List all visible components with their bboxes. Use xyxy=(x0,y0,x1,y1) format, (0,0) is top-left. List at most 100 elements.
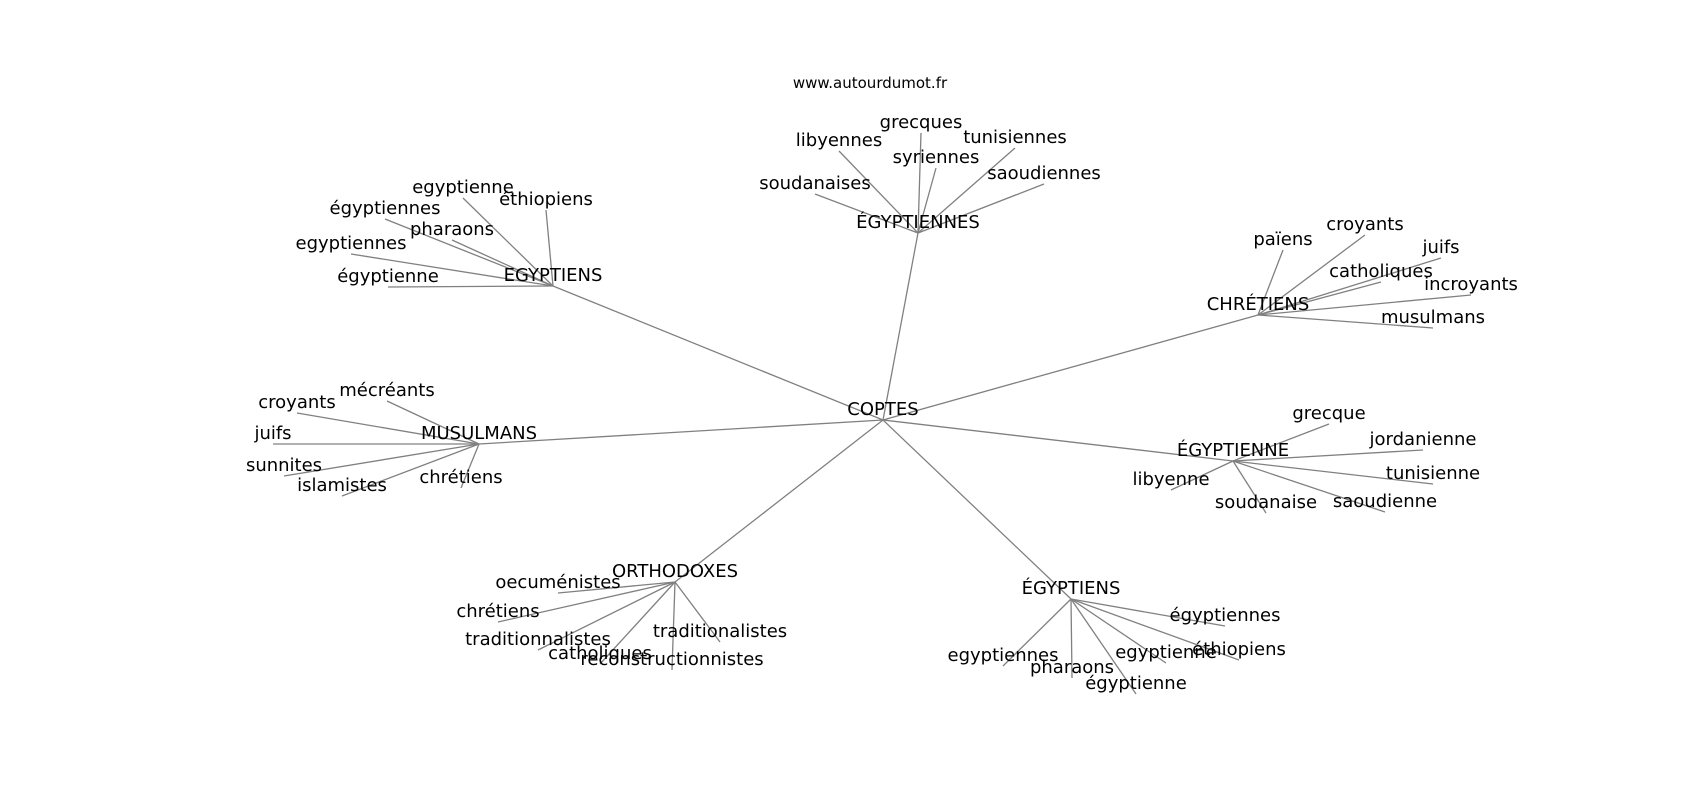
hub-node-label-chretiens: CHRÉTIENS xyxy=(1207,293,1310,315)
leaf-node-label: incroyants xyxy=(1424,274,1518,295)
leaf-node-label: égyptienne xyxy=(1085,673,1187,694)
leaf-node-label: chrétiens xyxy=(419,467,502,488)
hub-node-label-egyptienne: ÉGYPTIENNE xyxy=(1177,439,1289,461)
edge-egyptiennes-2 xyxy=(917,147,1016,234)
graph-edges xyxy=(273,132,1472,695)
leaf-node-label: egyptiennes xyxy=(296,233,407,254)
leaf-node-label: croyants xyxy=(1326,214,1403,235)
leaf-node-label: soudanaises xyxy=(759,173,871,194)
leaf-node-label: traditionalistes xyxy=(653,621,787,642)
leaf-node-label: juifs xyxy=(1421,237,1459,258)
edge-egyptiennes-1 xyxy=(838,150,919,234)
leaf-node-label: libyennes xyxy=(796,130,882,151)
leaf-node-label: egyptiennes xyxy=(948,645,1059,666)
edge-egyptienne-3 xyxy=(1232,460,1434,485)
leaf-node-label: chrétiens xyxy=(456,601,539,622)
edge-orthodoxes-1 xyxy=(497,581,676,623)
leaf-node-label: musulmans xyxy=(1381,307,1485,328)
edge-orthodoxes-5 xyxy=(671,581,676,671)
edge-egyptienne-0 xyxy=(1232,423,1330,462)
edge-egyptiens1-4 xyxy=(350,253,554,287)
edge-egyptienne-1 xyxy=(1232,449,1424,462)
leaf-node-label: oecuménistes xyxy=(495,572,620,593)
edge-egyptiennes-4 xyxy=(814,193,919,234)
leaf-node-label: saoudiennes xyxy=(987,163,1101,184)
leaf-node-label: grecques xyxy=(880,112,963,133)
edge-egyptiennes-0 xyxy=(917,132,922,234)
hub-node-label-egyptiens2: ÉGYPTIENS xyxy=(1022,577,1121,599)
hub-node-label-egyptiens1: EGYPTIENS xyxy=(504,265,603,286)
leaf-node-label: éthiopiens xyxy=(499,189,593,210)
edge-musulmans-4 xyxy=(341,443,480,497)
site-label[interactable]: www.autourdumot.fr xyxy=(793,74,948,92)
edge-egyptiens2-3 xyxy=(1070,598,1240,661)
edge-egyptienne-4 xyxy=(1232,460,1267,514)
edge-egyptiens1-0 xyxy=(462,197,554,287)
edge-center-chretiens xyxy=(882,314,1259,421)
edge-egyptiens1-5 xyxy=(387,285,554,288)
edge-egyptiennes-5 xyxy=(917,183,1045,234)
leaf-node-label: grecque xyxy=(1292,403,1365,424)
edge-orthodoxes-4 xyxy=(599,581,676,665)
leaf-node-label: sunnites xyxy=(246,455,322,476)
leaf-node-label: égyptiennes xyxy=(1170,605,1281,626)
leaf-node-label: éthiopiens xyxy=(1192,639,1286,660)
center-node-label: COPTES xyxy=(847,399,918,420)
leaf-node-label: juifs xyxy=(253,423,291,444)
leaf-node-label: égyptiennes xyxy=(330,198,441,219)
leaf-node-label: pharaons xyxy=(1030,657,1114,678)
edge-egyptiens2-4 xyxy=(1070,598,1073,679)
edge-chretiens-4 xyxy=(1257,294,1472,316)
leaf-node-label: païens xyxy=(1253,229,1312,250)
edge-egyptiens2-0 xyxy=(1070,598,1226,627)
edge-orthodoxes-3 xyxy=(674,581,721,643)
leaf-node-label: catholiques xyxy=(548,643,652,664)
edge-chretiens-2 xyxy=(1257,257,1442,316)
leaf-node-label: reconstructionnistes xyxy=(580,649,763,670)
edge-egyptienne-5 xyxy=(1232,460,1386,513)
edge-musulmans-1 xyxy=(296,412,480,445)
edge-musulmans-3 xyxy=(283,443,480,477)
graph-labels: COPTESEGYPTIENSegyptienneéthiopienségypt… xyxy=(246,112,1518,694)
leaf-node-label: soudanaise xyxy=(1215,492,1317,513)
edge-center-egyptiennes xyxy=(882,232,919,421)
leaf-node-label: égyptienne xyxy=(337,266,439,287)
leaf-node-label: libyenne xyxy=(1132,469,1209,490)
edge-egyptiennes-3 xyxy=(917,167,937,234)
edge-egyptienne-2 xyxy=(1170,460,1234,491)
edge-musulmans-5 xyxy=(460,443,480,489)
edge-center-egyptiens2 xyxy=(882,419,1072,600)
leaf-node-label: pharaons xyxy=(410,219,494,240)
leaf-node-label: traditionnalistes xyxy=(465,629,611,650)
leaf-node-label: tunisienne xyxy=(1386,463,1480,484)
edge-chretiens-5 xyxy=(1257,314,1434,329)
edge-chretiens-3 xyxy=(1257,281,1382,316)
edge-orthodoxes-2 xyxy=(537,581,676,651)
edge-center-orthodoxes xyxy=(674,419,884,583)
hub-node-label-egyptiennes: ÉGYPTIENNES xyxy=(856,211,980,233)
edge-center-musulmans xyxy=(478,419,884,445)
edge-egyptiens1-2 xyxy=(384,218,554,287)
leaf-node-label: catholiques xyxy=(1329,261,1433,282)
edge-musulmans-0 xyxy=(386,400,480,445)
edge-egyptiens2-5 xyxy=(1070,598,1137,695)
edge-center-egyptienne xyxy=(882,419,1234,462)
leaf-node-label: mécréants xyxy=(339,380,434,401)
leaf-node-label: egyptienne xyxy=(1115,642,1217,663)
hub-node-label-orthodoxes: ORTHODOXES xyxy=(612,561,738,582)
edge-chretiens-0 xyxy=(1257,249,1284,316)
leaf-node-label: syriennes xyxy=(893,147,980,168)
edge-center-egyptiens1 xyxy=(552,285,884,421)
leaf-node-label: croyants xyxy=(258,392,335,413)
edge-egyptiens2-2 xyxy=(1070,598,1167,664)
leaf-node-label: islamistes xyxy=(297,475,387,496)
leaf-node-label: jordanienne xyxy=(1369,429,1477,450)
edge-orthodoxes-0 xyxy=(557,581,676,594)
edge-egyptiens2-1 xyxy=(1002,598,1072,667)
edge-chretiens-1 xyxy=(1257,234,1366,316)
edge-egyptiens1-3 xyxy=(451,239,554,287)
leaf-node-label: egyptienne xyxy=(412,177,514,198)
edge-egyptiens1-1 xyxy=(545,209,554,287)
leaf-node-label: saoudienne xyxy=(1333,491,1437,512)
